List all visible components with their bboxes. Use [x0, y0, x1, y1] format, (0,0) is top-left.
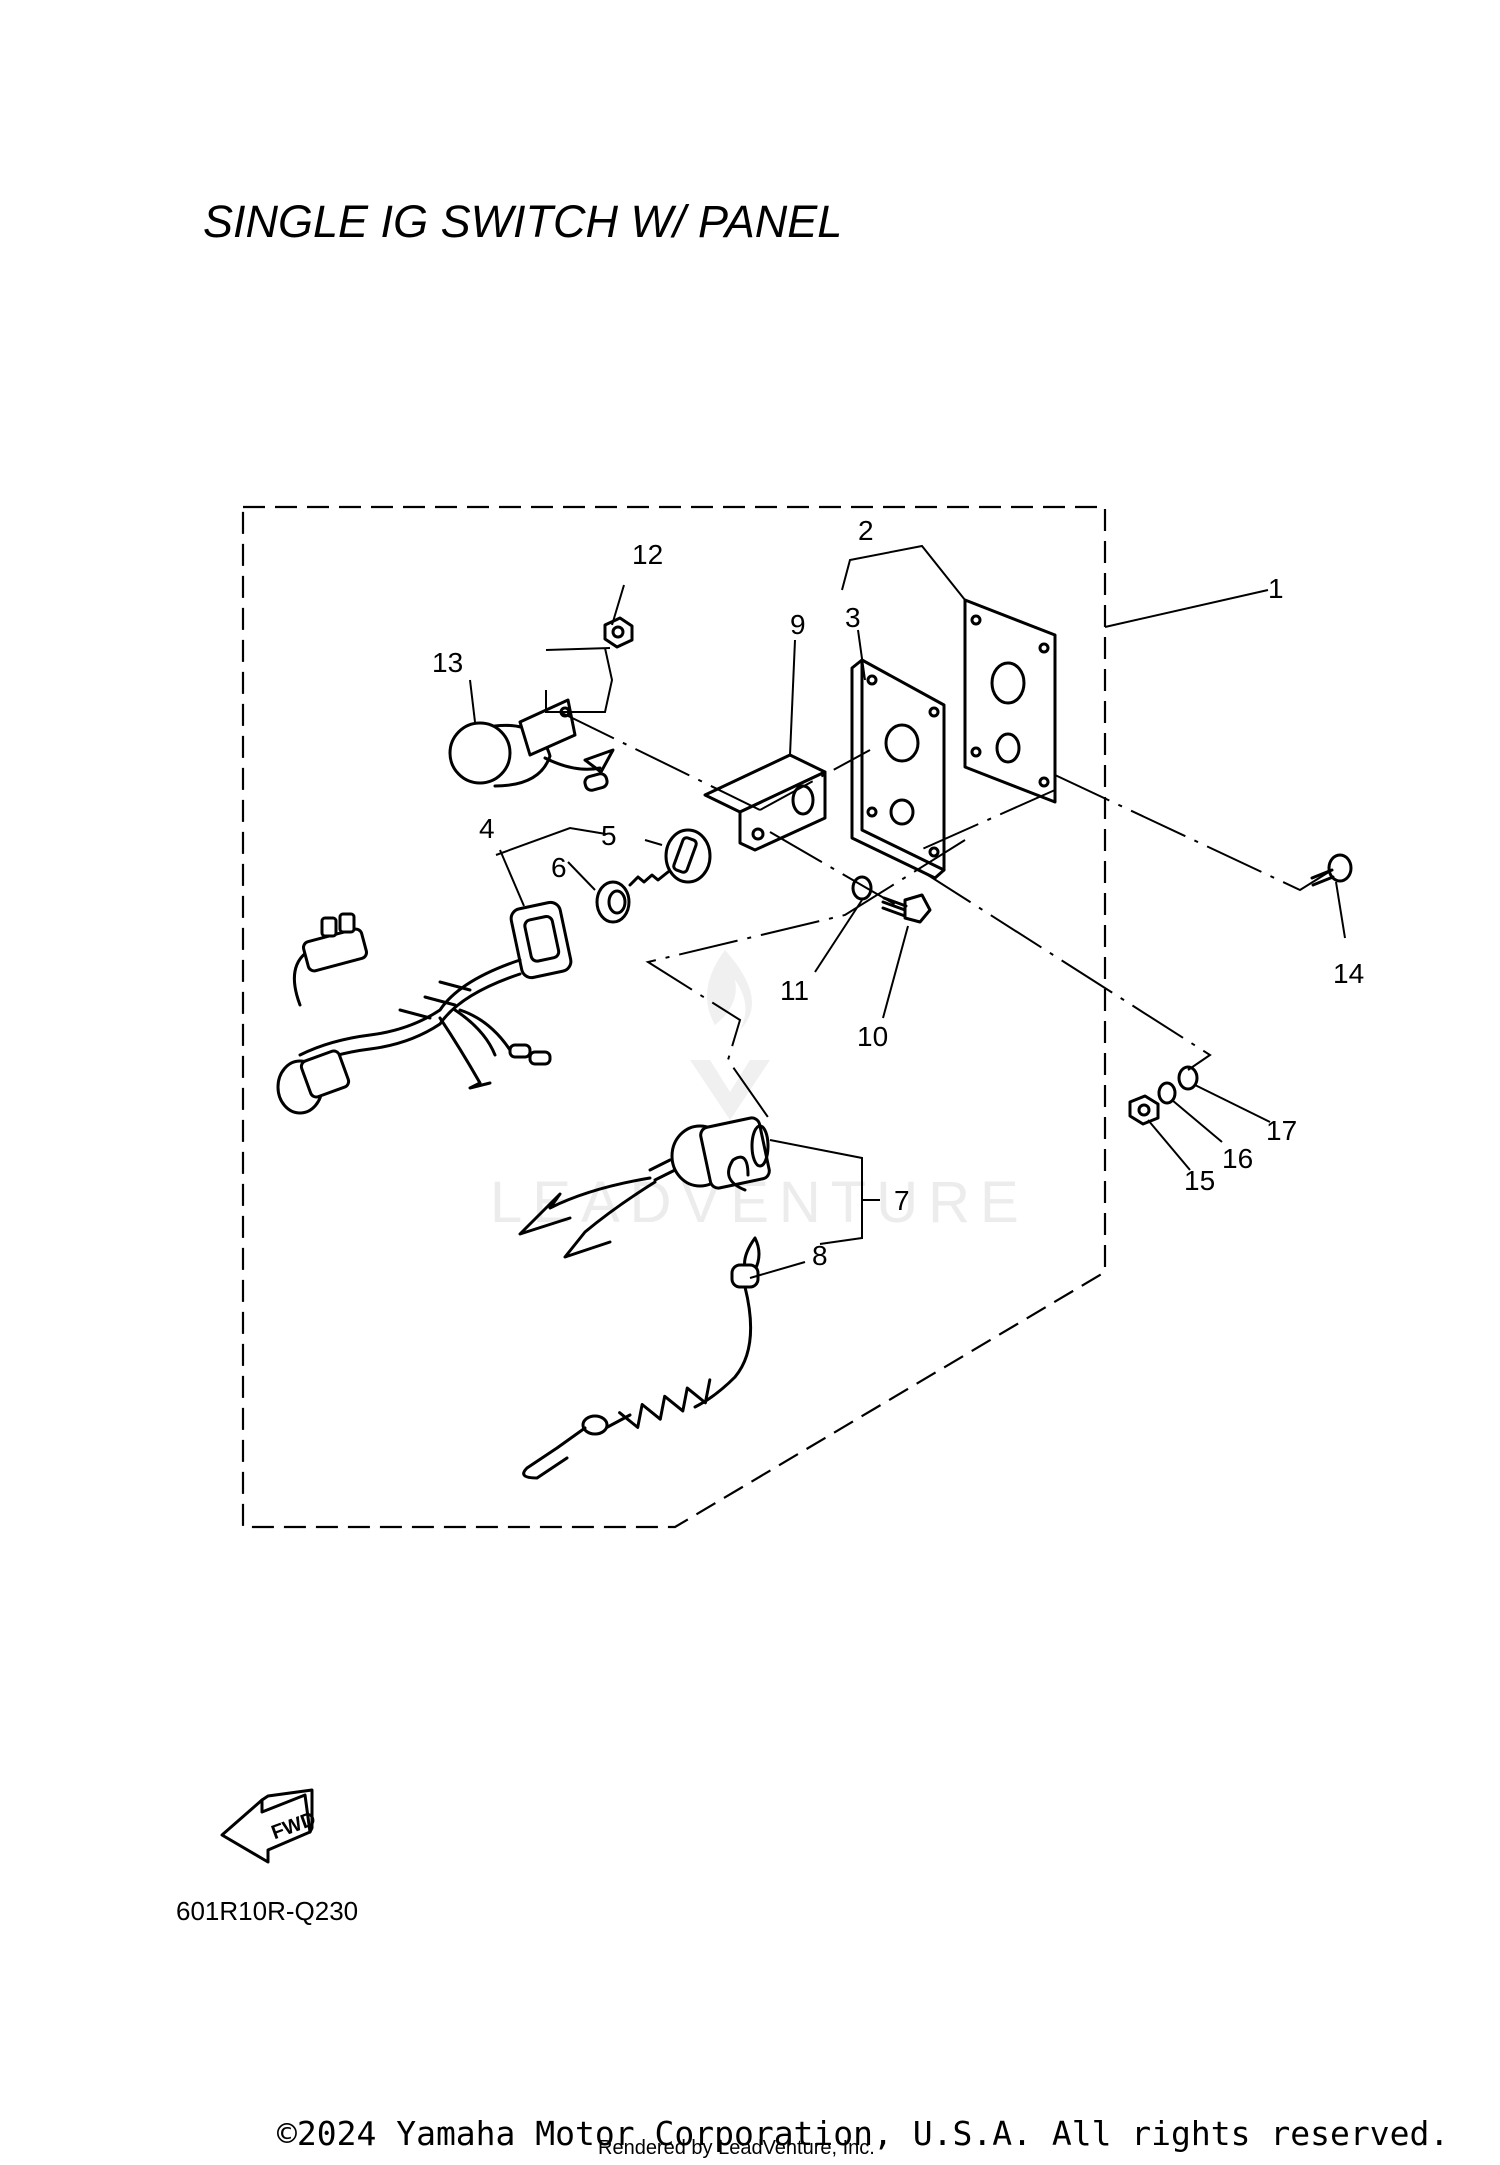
fwd-arrow-icon: FWD: [220, 1788, 319, 1864]
diagram-title: SINGLE IG SWITCH W/ PANEL: [203, 196, 842, 247]
screw-14: [1310, 853, 1353, 887]
bolt-10: [881, 893, 932, 924]
diagram-code: 601R10R-Q230: [176, 1896, 358, 1926]
callout-5: 5: [601, 820, 617, 851]
key: [628, 828, 712, 887]
callout-7: 7: [894, 1185, 910, 1216]
callout-4: 4: [479, 813, 495, 844]
callout-14: 14: [1333, 958, 1364, 989]
watermark: LEADVENTURE: [490, 950, 1019, 1235]
callout-10: 10: [857, 1021, 888, 1052]
assembly-boundary: [241, 505, 1107, 1529]
callout-6: 6: [551, 852, 567, 883]
assembly-lines: [559, 711, 1333, 1121]
copyright-notice: ©2024 Yamaha Motor Corporation, U.S.A. A…: [277, 2114, 1449, 2153]
callout-15: 15: [1184, 1165, 1215, 1196]
washer-11: [851, 875, 873, 901]
buzzer: [448, 698, 615, 792]
lanyard: [522, 1236, 761, 1480]
hardware-15-17: [1128, 1065, 1199, 1126]
callout-11: 11: [780, 975, 809, 1006]
leader-lines: [469, 544, 1346, 1279]
callout-16: 16: [1222, 1143, 1253, 1174]
callout-3: 3: [845, 602, 861, 633]
bracket: [703, 753, 827, 852]
callout-1: 1: [1268, 573, 1284, 604]
mounting-plate: [850, 658, 946, 880]
callout-labels: 1 2 3 4 5 6 7 8 9 10 11 12 13 14 15 16 1…: [432, 515, 1364, 1271]
callout-13: 13: [432, 647, 463, 678]
callout-2: 2: [858, 515, 874, 546]
callout-12: 12: [632, 539, 663, 570]
panel-plate: [963, 598, 1057, 804]
callout-8: 8: [812, 1240, 828, 1271]
render-credit: Rendered by LeadVenture, Inc.: [598, 2137, 875, 2159]
nut-12: [603, 616, 634, 649]
callout-9: 9: [790, 609, 806, 640]
switch-harness: [276, 900, 573, 1115]
ring-nut: [595, 880, 631, 924]
callout-17: 17: [1266, 1115, 1297, 1146]
stop-switch: [518, 1116, 771, 1259]
